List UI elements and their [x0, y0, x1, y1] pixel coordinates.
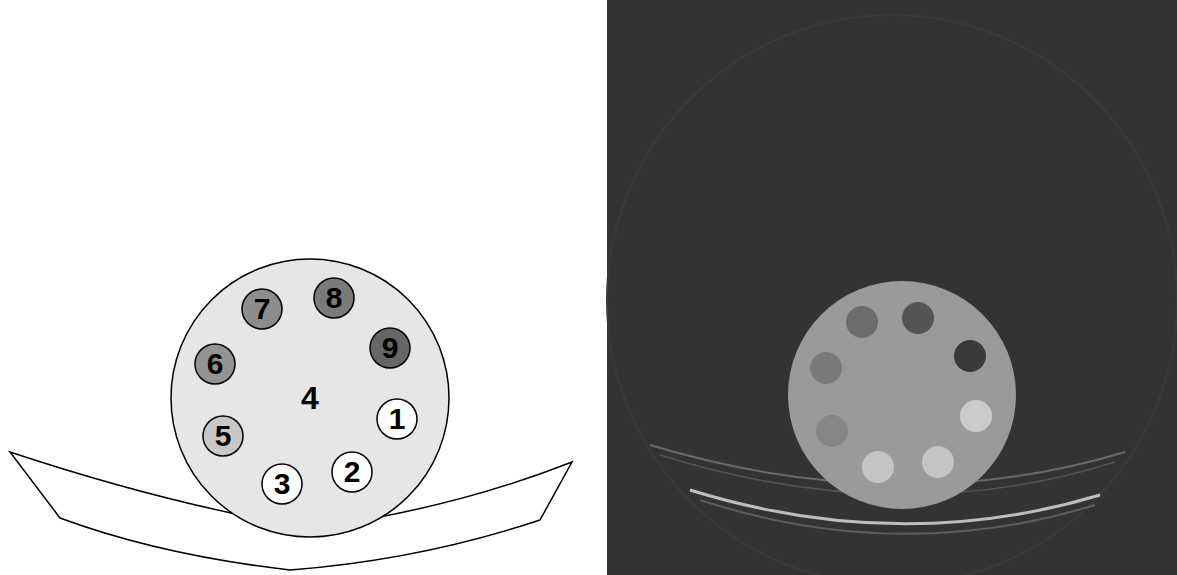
ct-phantom: [788, 281, 1016, 509]
ct-insert: [862, 451, 894, 483]
phantom-insert: 6: [194, 343, 236, 385]
callout-number: 5: [215, 421, 232, 451]
circle-shape: [203, 416, 243, 456]
phantom-insert: 1: [376, 398, 418, 440]
phantom-insert: 3: [261, 463, 303, 505]
phantom-insert: 9: [369, 327, 411, 369]
phantom-body: 4 7 8 9 6 1 5 2 3: [170, 258, 450, 538]
ct-insert: [902, 302, 934, 334]
ct-insert: [810, 352, 842, 384]
circle-shape: [171, 259, 449, 537]
ct-insert: [960, 400, 992, 432]
circle-shape: [262, 464, 302, 504]
phantom-insert: 2: [331, 451, 373, 493]
phantom-insert: 5: [202, 415, 244, 457]
phantom-insert: 7: [241, 288, 283, 330]
callout-number: 6: [207, 349, 224, 379]
ct-insert: [816, 415, 848, 447]
callout-number: 4: [301, 382, 319, 414]
ct-insert: [846, 306, 878, 338]
circle-shape: [370, 328, 410, 368]
scan-field: [607, 15, 1177, 575]
ct-insert: [922, 446, 954, 478]
callout-number: 1: [389, 404, 406, 434]
phantom-insert: 8: [313, 277, 355, 319]
circle-shape: [332, 452, 372, 492]
circle-shape: [377, 399, 417, 439]
callout-number: 7: [254, 294, 271, 324]
circle-shape: [314, 278, 354, 318]
circle-shape: [242, 289, 282, 329]
callout-number: 2: [344, 457, 361, 487]
ct-background: [607, 0, 1177, 575]
callout-number: 9: [382, 333, 399, 363]
callout-number: 3: [274, 469, 291, 499]
callout-number: 8: [326, 283, 343, 313]
circle-shape: [195, 344, 235, 384]
ct-insert: [954, 340, 986, 372]
